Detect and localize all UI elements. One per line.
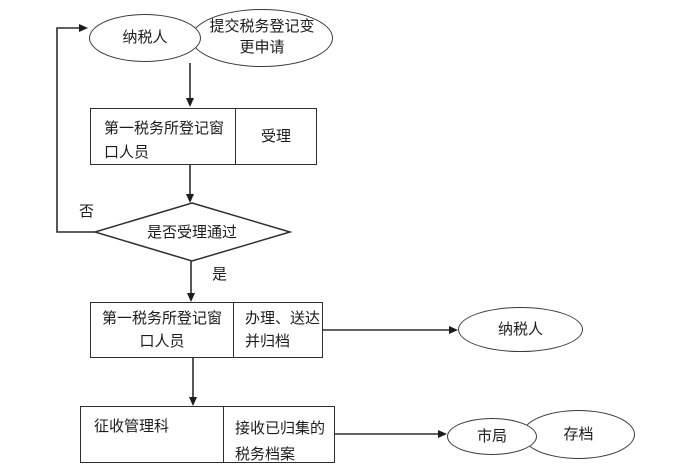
node-accept-process: 第一税务所登记窗 口人员 受理 [90,108,317,165]
accept-role-cell: 第一税务所登记窗 口人员 [91,109,236,164]
handle-action-cell: 办理、送达 并归档 [245,311,321,350]
arrowhead-right-city [438,430,447,438]
node-collect-process: 征收管理科 接收已归集的 税务档案 [80,406,335,463]
collect-role-cell: 征收管理科 [81,407,224,462]
branch-label-no: 否 [79,204,95,220]
accept-action-cell: 受理 [260,128,291,145]
arrowhead-down-3 [187,293,195,302]
node-archive: 存档 [522,410,635,459]
arrowhead-down-1 [186,98,194,107]
node-taxpayer-start: 纳税人 [89,14,201,62]
branch-label-yes: 是 [212,267,228,283]
collect-action-cell: 接收已归集的 税务档案 [235,421,326,463]
arrowhead-down-4 [189,397,197,406]
node-handle-process: 第一税务所登记窗 口人员 办理、送达 并归档 [90,302,323,358]
handle-role-cell: 第一税务所登记窗 口人员 [91,303,234,357]
arrowhead-right-taxpayer [449,326,458,334]
arrowhead-right-loop [79,24,88,32]
node-submit-application: 提交税务登记变 更申请 [191,9,333,67]
decision-label: 是否受理通过 [146,225,237,241]
node-taxpayer-end: 纳税人 [458,307,583,352]
arrowhead-down-2 [186,194,194,203]
node-city-bureau: 市局 [447,418,537,455]
